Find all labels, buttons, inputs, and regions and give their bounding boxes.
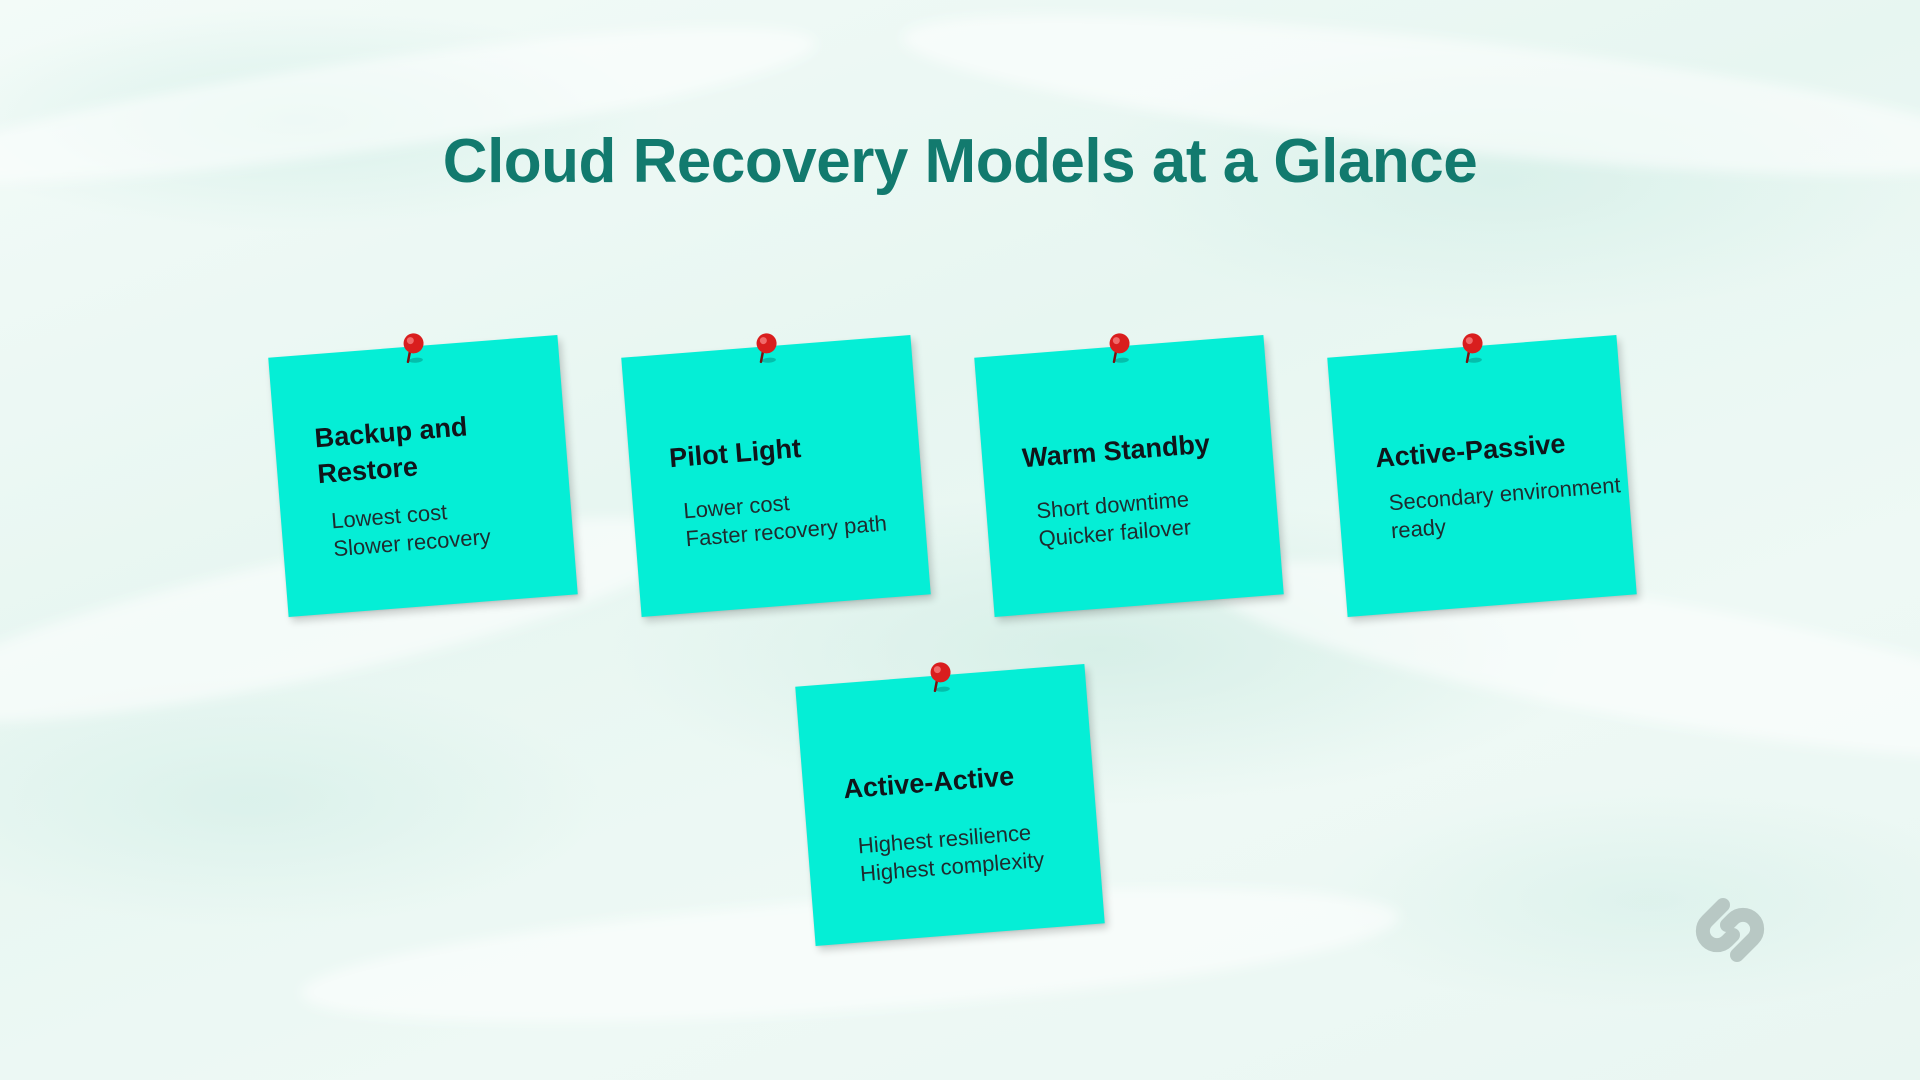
sticky-note-warm-standby: Warm Standby Short downtime Quicker fail…: [974, 333, 1284, 617]
sticky-note-active-active: Active-Active Highest resilience Highest…: [795, 662, 1105, 946]
page-title: Cloud Recovery Models at a Glance: [442, 127, 1478, 196]
brand-logo-icon: [1695, 898, 1765, 962]
pushpin-icon: [756, 333, 777, 364]
note-title: Active-Passive: [1374, 428, 1567, 474]
sticky-note-active-passive: Active-Passive Secondary environment rea…: [1327, 333, 1637, 617]
pushpin-icon: [1109, 333, 1130, 364]
note-title: Backup and Restore: [313, 411, 469, 490]
sticky-note-pilot-light: Pilot Light Lower cost Faster recovery p…: [621, 333, 931, 617]
note-title: Warm Standby: [1021, 428, 1211, 474]
sticky-note-backup-and-restore: Backup and Restore Lowest cost Slower re…: [268, 333, 578, 617]
pushpin-icon: [1462, 333, 1483, 364]
note-title: Active-Active: [842, 760, 1016, 805]
note-title: Pilot Light: [668, 433, 803, 474]
pushpin-icon: [930, 662, 951, 693]
pushpin-icon: [403, 333, 424, 364]
